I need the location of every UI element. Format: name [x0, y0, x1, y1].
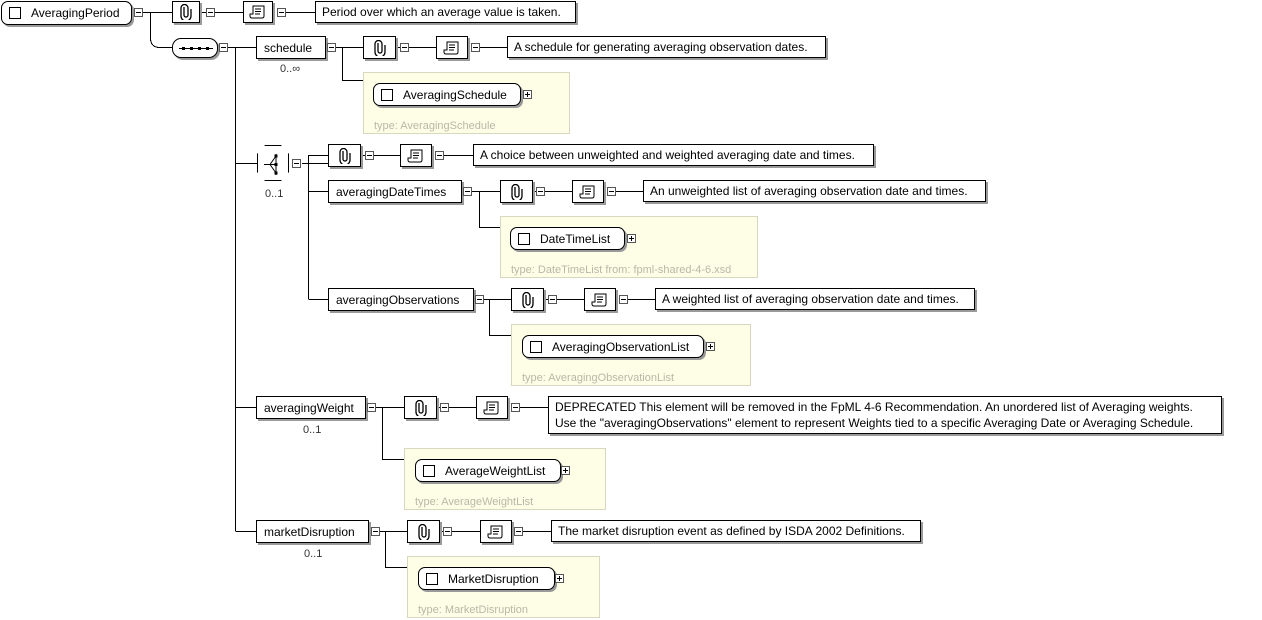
element-averagingDateTimes-label: averagingDateTimes: [336, 184, 447, 199]
expand-toggle-MarketDisruption[interactable]: [555, 574, 564, 583]
type-AveragingSchedule-label: AveragingSchedule: [403, 87, 507, 102]
type-AverageWeightList-label: AverageWeightList: [445, 463, 546, 478]
type-card-DateTimeList: DateTimeList type: DateTimeList from: fp…: [500, 216, 758, 278]
collapse-toggle-doc-root[interactable]: [277, 8, 286, 17]
complex-type-icon: [426, 572, 438, 585]
complex-type-icon: [518, 232, 530, 245]
collapse-toggle-averagingDateTimes[interactable]: [463, 187, 472, 196]
collapse-toggle-annotation-choice[interactable]: [365, 151, 374, 160]
element-averagingWeight-label: averagingWeight: [264, 400, 354, 415]
documentation-marketDisruption: The market disruption event as defined b…: [551, 520, 921, 542]
scroll-icon[interactable]: [572, 180, 604, 203]
type-DateTimeList[interactable]: DateTimeList: [510, 227, 625, 250]
type-card-MarketDisruption: MarketDisruption type: MarketDisruption: [407, 556, 600, 618]
collapse-toggle-root[interactable]: [134, 8, 143, 17]
scroll-icon[interactable]: [584, 288, 616, 311]
element-marketDisruption[interactable]: marketDisruption: [256, 520, 369, 543]
paperclip-icon[interactable]: [511, 288, 544, 311]
type-card-AveragingObservationList: AveragingObservationList type: Averaging…: [511, 324, 751, 386]
type-label-marketDisruption: type: MarketDisruption: [418, 604, 529, 616]
multiplicity-averagingWeight: 0..1: [303, 424, 322, 436]
element-averagingObservations[interactable]: averagingObservations: [328, 288, 474, 311]
complex-type-icon: [423, 464, 435, 477]
type-AveragingSchedule[interactable]: AveragingSchedule: [373, 83, 521, 106]
complex-type-icon: [381, 88, 393, 101]
multiplicity-schedule: 0..∞: [280, 63, 301, 75]
collapse-toggle-annotation-averagingObservations[interactable]: [548, 295, 557, 304]
type-card-AverageWeightList: AverageWeightList type: AverageWeightLis…: [404, 448, 606, 510]
documentation-averagingDateTimes: An unweighted list of averaging observat…: [643, 180, 986, 202]
scroll-icon[interactable]: [400, 144, 432, 167]
paperclip-icon[interactable]: [500, 180, 533, 203]
type-label-averagingDateTimes: type: DateTimeList from: fpml-shared-4-6…: [511, 264, 732, 276]
element-averagingWeight[interactable]: averagingWeight: [256, 396, 366, 419]
type-label-schedule: type: AveragingSchedule: [374, 120, 496, 132]
paperclip-icon[interactable]: [363, 36, 396, 59]
collapse-toggle-doc-averagingWeight[interactable]: [511, 403, 520, 412]
collapse-toggle-sequence[interactable]: [219, 43, 228, 52]
collapse-toggle-annotation-marketDisruption[interactable]: [443, 527, 452, 536]
paperclip-icon[interactable]: [407, 520, 440, 543]
type-label-averagingObservations: type: AveragingObservationList: [522, 372, 675, 384]
sequence-compositor-icon[interactable]: [172, 38, 218, 58]
paperclip-icon[interactable]: [328, 144, 361, 167]
expand-toggle-AverageWeightList[interactable]: [561, 466, 570, 475]
collapse-toggle-averagingWeight[interactable]: [367, 403, 376, 412]
scroll-icon[interactable]: [476, 396, 508, 419]
collapse-toggle-annotation-root[interactable]: [206, 8, 215, 17]
documentation-averagingWeight-line1: DEPRECATED This element will be removed …: [555, 400, 1193, 414]
collapse-toggle-annotation-averagingWeight[interactable]: [440, 403, 449, 412]
documentation-averagingObservations: A weighted list of averaging observation…: [655, 288, 975, 310]
root-element-AveragingPeriod[interactable]: AveragingPeriod: [1, 1, 132, 25]
paperclip-icon[interactable]: [404, 396, 437, 419]
collapse-toggle-doc-marketDisruption[interactable]: [514, 527, 523, 536]
multiplicity-choice: 0..1: [265, 188, 284, 200]
element-averagingDateTimes[interactable]: averagingDateTimes: [328, 180, 462, 203]
type-AveragingObservationList-label: AveragingObservationList: [552, 339, 690, 354]
type-label-averagingWeight: type: AverageWeightList: [415, 496, 534, 508]
collapse-toggle-doc-averagingDateTimes[interactable]: [607, 187, 616, 196]
choice-compositor-icon[interactable]: [257, 145, 289, 181]
collapse-toggle-schedule[interactable]: [327, 43, 336, 52]
collapse-toggle-annotation-schedule[interactable]: [400, 43, 409, 52]
type-MarketDisruption[interactable]: MarketDisruption: [418, 567, 555, 590]
type-AveragingObservationList[interactable]: AveragingObservationList: [522, 335, 704, 358]
expand-toggle-AveragingObservationList[interactable]: [706, 342, 715, 351]
element-marketDisruption-label: marketDisruption: [264, 524, 355, 539]
complex-type-icon: [9, 7, 21, 19]
collapse-toggle-doc-choice[interactable]: [435, 151, 444, 160]
complex-type-icon: [530, 340, 542, 353]
multiplicity-marketDisruption: 0..1: [304, 548, 323, 560]
type-AverageWeightList[interactable]: AverageWeightList: [415, 459, 561, 482]
collapse-toggle-doc-averagingObservations[interactable]: [619, 295, 628, 304]
root-element-label: AveragingPeriod: [31, 6, 120, 20]
collapse-toggle-annotation-averagingDateTimes[interactable]: [536, 187, 545, 196]
collapse-toggle-choice[interactable]: [292, 159, 301, 168]
documentation-averagingWeight-line2: Use the "averagingObservations" element …: [555, 416, 1194, 430]
expand-toggle-AveragingSchedule[interactable]: [523, 90, 532, 99]
element-schedule[interactable]: schedule: [256, 36, 326, 59]
documentation-averagingWeight: DEPRECATED This element will be removed …: [548, 396, 1222, 434]
scroll-icon[interactable]: [243, 1, 273, 23]
collapse-toggle-doc-schedule[interactable]: [471, 43, 480, 52]
collapse-toggle-marketDisruption[interactable]: [371, 527, 380, 536]
type-card-AveragingSchedule: AveragingSchedule type: AveragingSchedul…: [363, 72, 570, 134]
scroll-icon[interactable]: [480, 520, 512, 543]
scroll-icon[interactable]: [436, 36, 468, 59]
paperclip-icon[interactable]: [172, 1, 200, 23]
documentation-schedule: A schedule for generating averaging obse…: [507, 36, 826, 58]
collapse-toggle-averagingObservations[interactable]: [475, 295, 484, 304]
expand-toggle-DateTimeList[interactable]: [627, 234, 636, 243]
type-MarketDisruption-label: MarketDisruption: [448, 571, 539, 586]
documentation-choice: A choice between unweighted and weighted…: [473, 144, 874, 166]
element-schedule-label: schedule: [264, 40, 313, 55]
type-DateTimeList-label: DateTimeList: [540, 231, 611, 246]
documentation-root: Period over which an average value is ta…: [315, 1, 576, 23]
element-averagingObservations-label: averagingObservations: [336, 292, 460, 307]
